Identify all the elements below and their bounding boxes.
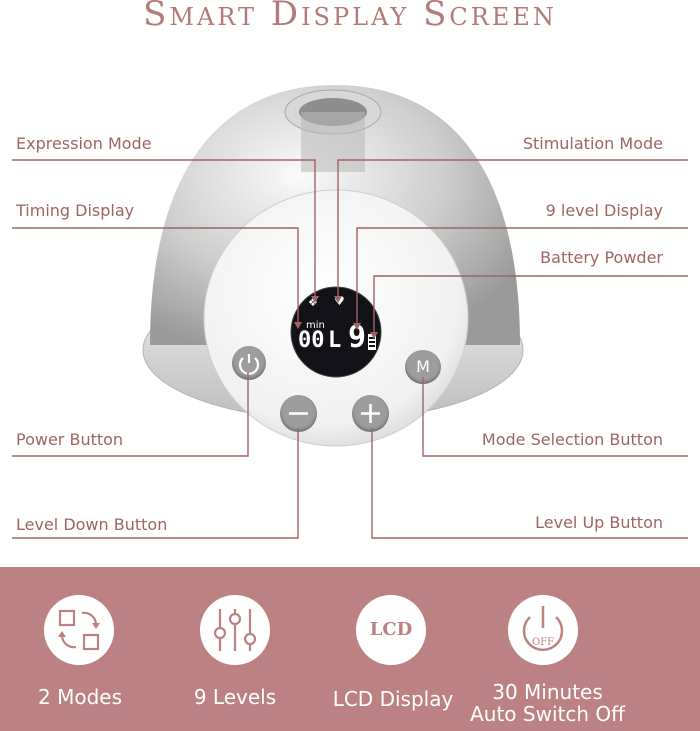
level-up-button[interactable] [352,395,389,432]
callout-timing-display: Timing Display [16,201,135,220]
lcd-screen: ❖ ♥ min 00 L 9 [292,288,382,378]
features-band: 2 Modes 9 Levels LCD LCD Display OFF 30 … [0,567,700,731]
feature-lcd-label: LCD Display [332,687,454,711]
lcd-time-digits: 00 [298,328,325,353]
feature-auto-off-line2: Auto Switch Off [470,702,625,726]
callout-power-button: Power Button [16,430,124,449]
callout-level-display: 9 level Display [545,201,663,220]
minus-icon [289,412,308,415]
feature-levels-label: 9 Levels [193,685,277,709]
off-text: OFF [531,637,555,648]
callout-level-down-button: Level Down Button [16,515,168,534]
mode-switch-icon [58,609,100,651]
power-off-icon [522,606,564,652]
callout-battery: Battery Powder [540,248,663,267]
power-button[interactable] [232,346,266,380]
heart-icon: ♥ [334,294,345,308]
feature-auto-off-line1: 30 Minutes [492,680,603,704]
plus-icon [361,404,380,423]
callout-stimulation-mode: Stimulation Mode [522,134,663,153]
feature-auto-off-badge: OFF [508,595,578,665]
lcd-level-value: 9 [348,320,367,355]
power-icon [238,354,260,375]
callout-lines [12,159,688,539]
feature-levels-badge [200,595,270,665]
pump-illustration [142,85,524,447]
callout-expression-mode: Expression Mode [16,134,152,153]
feature-auto-off-label: 30 Minutes Auto Switch Off [460,681,635,725]
feature-lcd-badge: LCD [356,595,426,665]
lcd-icon: LCD [369,619,413,640]
level-down-button[interactable] [280,395,317,432]
mode-button-letter: M [416,357,430,376]
callout-mode-selection-button: Mode Selection Button [481,430,663,449]
feature-modes-label: 2 Modes [38,685,122,709]
sliders-icon [213,609,257,651]
lcd-min-label: min [306,320,325,331]
feature-modes-badge [44,595,114,665]
drop-icon: ❖ [308,296,318,309]
callout-level-up-button: Level Up Button [535,513,663,532]
lcd-level-prefix: L [328,328,342,353]
page-title: Smart Display Screen [143,0,557,34]
